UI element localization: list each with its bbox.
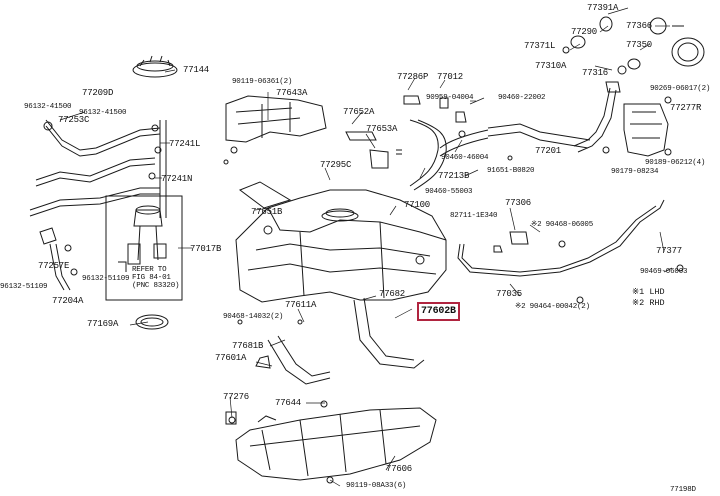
- part-label-77611A[interactable]: 77611A: [285, 300, 317, 310]
- sender-ring: [132, 55, 178, 78]
- part-label-90460-55003[interactable]: 90460-55003: [425, 188, 473, 196]
- part-label-77681B[interactable]: 77681B: [232, 341, 264, 351]
- part-label-90469-06003[interactable]: 90469-06003: [640, 268, 688, 276]
- refer-note-line1: REFER TO: [132, 266, 167, 274]
- part-label-77601A[interactable]: 77601A: [215, 353, 247, 363]
- part-label-90959-04004[interactable]: 90959-04004: [426, 94, 474, 102]
- part-label-77277R[interactable]: 77277R: [670, 103, 702, 113]
- breather-hose: [396, 95, 449, 191]
- part-label-77253C[interactable]: 77253C: [58, 115, 90, 125]
- part-label-96132-41500-b[interactable]: 96132-41500: [79, 109, 127, 117]
- legend-rhd: ※2 RHD: [632, 298, 665, 308]
- part-label-90179-08234[interactable]: 90179-08234: [611, 168, 659, 176]
- part-label-77017B[interactable]: 77017B: [190, 244, 222, 254]
- part-label-77144[interactable]: 77144: [183, 65, 210, 75]
- part-label-77012[interactable]: 77012: [437, 72, 464, 82]
- part-label-77371L[interactable]: 77371L: [524, 41, 556, 51]
- filler-cap-group: [562, 16, 705, 157]
- figure-reference: 77198D: [670, 486, 696, 494]
- part-label-77652A[interactable]: 77652A: [343, 107, 375, 117]
- part-label-77276[interactable]: 77276: [223, 392, 250, 402]
- part-label-90189-06212[interactable]: 90189-06212(4): [645, 159, 706, 167]
- part-label-90468-14032[interactable]: 90468-14032(2): [223, 313, 284, 321]
- gasket-ring: [135, 314, 169, 330]
- filler-pipe: [439, 111, 591, 161]
- part-label-77310A[interactable]: 77310A: [535, 61, 567, 71]
- part-label-77653A[interactable]: 77653A: [366, 124, 398, 134]
- part-label-77377[interactable]: 77377: [656, 246, 683, 256]
- part-label-77204A[interactable]: 77204A: [52, 296, 84, 306]
- part-label-77035[interactable]: 77035: [496, 289, 523, 299]
- part-label-90269-06017[interactable]: 90269-06017(2): [650, 85, 711, 93]
- tank-straps: [237, 297, 425, 408]
- part-label-77100[interactable]: 77100: [404, 200, 431, 210]
- part-label-91651-B0820[interactable]: 91651-B0820: [487, 167, 535, 175]
- part-label-77602B-highlighted[interactable]: 77602B: [417, 302, 460, 321]
- part-label-96132-51109-b[interactable]: 96132-51109: [0, 283, 48, 291]
- part-label-77213B[interactable]: 77213B: [438, 171, 470, 181]
- tank-guard: [225, 407, 437, 484]
- protector-plate: [223, 95, 327, 165]
- release-cable: [457, 199, 684, 304]
- part-label-77391A[interactable]: 77391A: [587, 3, 619, 13]
- part-label-77257E[interactable]: 77257E: [38, 261, 70, 271]
- part-label-77606[interactable]: 77606: [386, 464, 413, 474]
- part-label-90460-46004[interactable]: 90460-46004: [441, 154, 489, 162]
- part-label-77295C[interactable]: 77295C: [320, 160, 352, 170]
- part-label-77644[interactable]: 77644: [275, 398, 302, 408]
- part-label-96132-51109-a[interactable]: 96132-51109: [82, 275, 130, 283]
- sender-unit-box: [105, 195, 183, 301]
- part-label-77643A[interactable]: 77643A: [276, 88, 308, 98]
- part-label-77316[interactable]: 77316: [582, 68, 609, 78]
- part-label-90468-06005[interactable]: ※2 90468-06005: [531, 221, 593, 229]
- part-label-77286P[interactable]: 77286P: [397, 72, 429, 82]
- fuel-tank: [235, 189, 447, 303]
- part-label-90464-00042[interactable]: ※2 90464-00042(2): [515, 303, 590, 311]
- part-label-82711-1E340[interactable]: 82711-1E340: [450, 212, 498, 220]
- part-label-96132-41500-a[interactable]: 96132-41500: [24, 103, 72, 111]
- leader-lines: [59, 7, 673, 487]
- part-label-77290[interactable]: 77290: [571, 27, 598, 37]
- left-clamps: [39, 227, 78, 291]
- refer-note-line2: FIG 84-01: [132, 274, 171, 282]
- part-label-77651B[interactable]: 77651B: [251, 207, 283, 217]
- part-label-77209D[interactable]: 77209D: [82, 88, 114, 98]
- part-label-77241N[interactable]: 77241N: [161, 174, 193, 184]
- fuel-lines: [29, 119, 167, 218]
- part-label-77201[interactable]: 77201: [535, 146, 562, 156]
- part-label-90119-08A33[interactable]: 90119-08A33(6): [346, 482, 407, 490]
- part-label-77241L[interactable]: 77241L: [169, 139, 201, 149]
- legend-lhd: ※1 LHD: [632, 287, 665, 297]
- part-label-77306[interactable]: 77306: [505, 198, 532, 208]
- refer-note-line3: (PNC 83320): [132, 282, 180, 290]
- tank-pads: [238, 131, 389, 209]
- part-label-77366[interactable]: 77366: [626, 21, 653, 31]
- part-label-90460-22002[interactable]: 90460-22002: [498, 94, 546, 102]
- part-label-77350[interactable]: 77350: [626, 40, 653, 50]
- part-label-90119-06361[interactable]: 90119-06361(2): [232, 78, 293, 86]
- part-label-77682[interactable]: 77682: [379, 289, 406, 299]
- part-label-77169A[interactable]: 77169A: [87, 319, 119, 329]
